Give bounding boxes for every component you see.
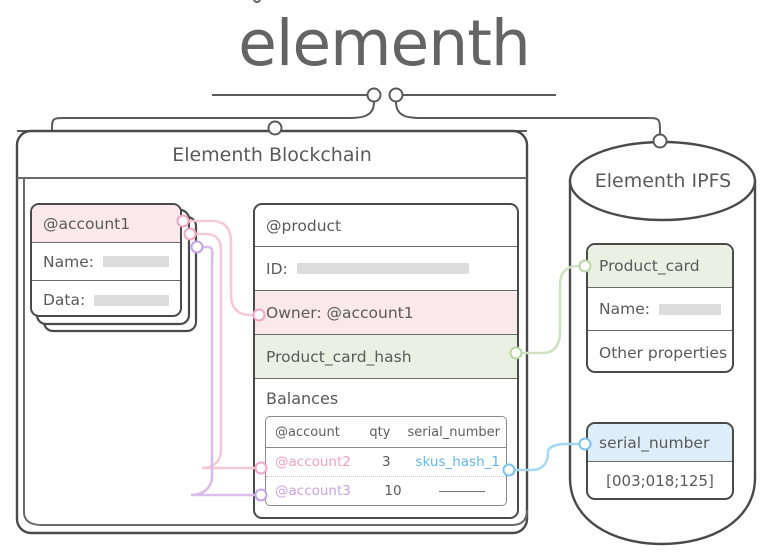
node-owner-row <box>252 308 266 322</box>
product-id-value-placeholder <box>296 263 469 274</box>
cell-serial-number <box>424 483 506 499</box>
account-name-value-placeholder <box>102 256 169 267</box>
cell-qty: 3 <box>381 454 391 470</box>
node-account3-row <box>254 488 268 502</box>
account-card-header: @account1 <box>32 205 180 243</box>
col-qty: qty <box>369 424 391 440</box>
junction-node-right <box>388 87 404 103</box>
logo-rest-text: lementh <box>275 7 531 80</box>
ipfs-product-name-row: Name: <box>588 288 732 331</box>
logo-letter-e: e <box>238 0 277 80</box>
col-account: @account <box>275 424 340 440</box>
product-owner-row: Owner: @account1 <box>255 291 517 335</box>
product-card-hash-row: Product_card_hash <box>255 335 517 379</box>
node-skus-hash <box>502 463 516 477</box>
account-data-label: Data: <box>43 291 86 309</box>
empty-dash-icon <box>439 490 485 492</box>
account-data-value-placeholder <box>94 294 169 306</box>
account-card-data-row: Data: <box>32 281 180 315</box>
account-card-name-row: Name: <box>32 243 180 281</box>
cell-account: @account2 <box>275 454 351 470</box>
ipfs-connector-node <box>652 133 668 149</box>
product-balances-section: Balances @account qty serial_number @acc… <box>255 379 517 517</box>
trunk-right-wire <box>395 101 661 135</box>
wire-account1-to-account2 <box>190 232 255 470</box>
brand-logo: elementh <box>0 0 768 80</box>
balances-label: Balances <box>266 389 339 408</box>
logo-dot-icon <box>253 0 262 3</box>
balances-table-header: @account qty serial_number <box>266 417 506 448</box>
table-row[interactable]: @account2 3 skus_hash_1 <box>266 448 506 476</box>
ipfs-product-card-header: Product_card <box>588 245 732 288</box>
serial-number-header: serial_number <box>588 424 732 462</box>
product-id-label: ID: <box>266 259 288 278</box>
logo-e-text: e <box>238 7 277 80</box>
account-name-label: Name: <box>43 252 94 271</box>
cell-serial-number[interactable]: skus_hash_1 <box>415 454 500 470</box>
product-card[interactable]: @product ID: Owner: @account1 Product_ca… <box>253 203 519 519</box>
balances-table[interactable]: @account qty serial_number @account2 3 s… <box>265 416 507 506</box>
account-card[interactable]: @account1 Name: Data: <box>30 203 182 317</box>
junction-node-left <box>366 87 382 103</box>
cell-account: @account3 <box>275 483 351 499</box>
wire-account1-to-account3 <box>190 245 255 497</box>
ipfs-name-value-placeholder <box>658 303 721 315</box>
blockchain-title: Elementh Blockchain <box>172 144 372 166</box>
col-serial-number: serial_number <box>407 424 500 440</box>
node-serial-number-card <box>578 437 592 451</box>
trunk-left-wire <box>51 101 375 132</box>
node-ipfs-product-card <box>578 259 592 273</box>
node-account2-row <box>254 461 268 475</box>
node-product-card-hash <box>509 346 523 360</box>
product-id-row: ID: <box>255 247 517 291</box>
table-row[interactable]: @account3 10 <box>266 476 506 505</box>
blockchain-connector-node <box>267 120 283 136</box>
serial-number-value: [003;018;125] <box>606 472 714 490</box>
node-account1-account2 <box>183 227 197 241</box>
node-account1-account3 <box>190 240 204 254</box>
product-card-header: @product <box>255 205 517 247</box>
ipfs-serial-number-card[interactable]: serial_number [003;018;125] <box>586 422 734 500</box>
ipfs-name-label: Name: <box>599 300 650 318</box>
ipfs-product-card[interactable]: Product_card Name: Other properties <box>586 243 734 373</box>
ipfs-other-properties-row: Other properties <box>599 343 728 362</box>
wire-account1-to-owner <box>183 219 264 317</box>
node-account1-owner <box>176 214 190 228</box>
wire-skushash-to-serialnumber <box>514 442 580 472</box>
wire-hash-to-productcard <box>521 264 580 355</box>
blockchain-inner-frame <box>23 178 528 526</box>
cell-qty: 10 <box>384 483 402 499</box>
ipfs-title: Elementh IPFS <box>594 170 732 192</box>
